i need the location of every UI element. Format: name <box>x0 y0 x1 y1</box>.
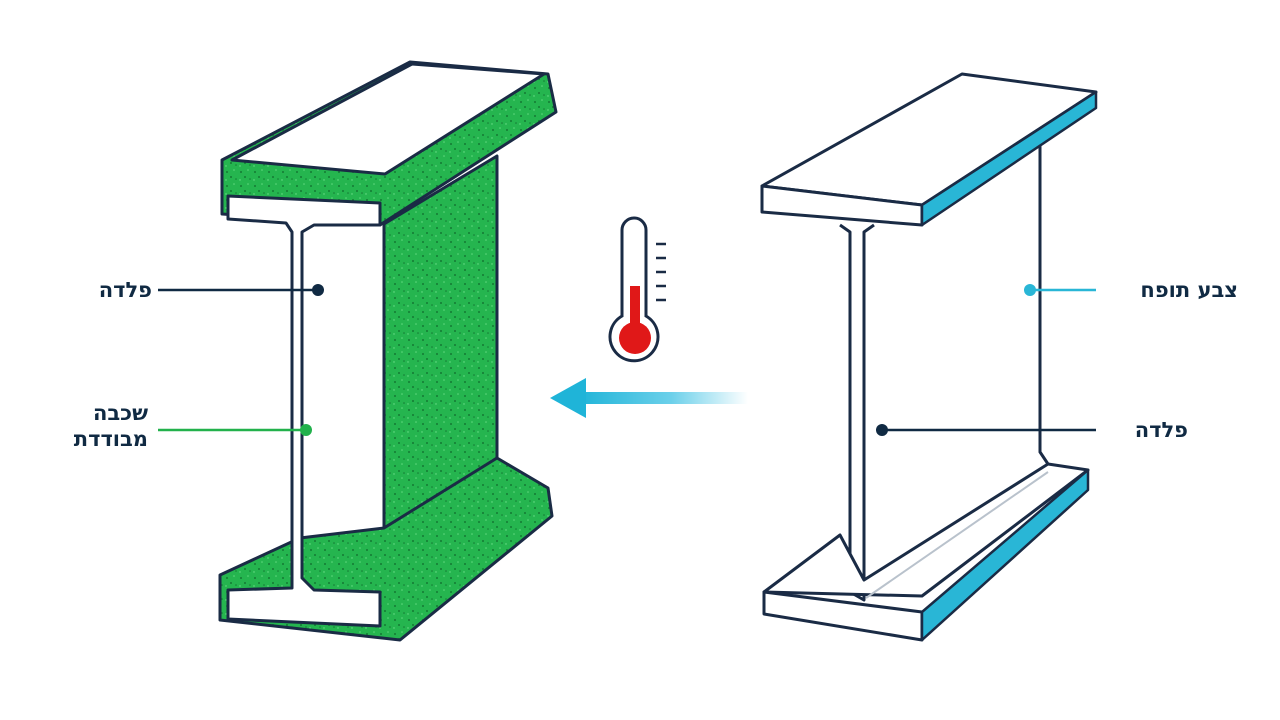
painted-steel-beam <box>760 72 1098 642</box>
label-insulating-layer: שכבה מבודדת <box>44 400 148 452</box>
paint-bottom-edge <box>920 468 1090 642</box>
callout-paint-right <box>1024 284 1096 296</box>
arrow-left-icon <box>550 378 748 418</box>
bottom-flange-face <box>762 462 1090 598</box>
paint-top-edge <box>920 90 1098 227</box>
steel-i-section <box>226 194 382 628</box>
top-flange-face <box>230 62 546 176</box>
web-front <box>839 223 875 602</box>
label-steel-right: פלדה <box>1134 418 1188 442</box>
label-steel-left: פלדה <box>98 278 152 302</box>
callout-steel-left <box>158 284 324 296</box>
bottom-web-shadow <box>865 471 1049 599</box>
label-intumescent-paint: צבע תופח <box>1140 278 1238 302</box>
thermometer-icon <box>608 216 666 363</box>
callout-insulation-left <box>158 424 312 436</box>
web-back-edge <box>1038 145 1050 465</box>
label-insulating-line-2: מבודדת <box>73 427 148 451</box>
insulated-steel-beam <box>218 60 558 642</box>
label-insulating-line-1: שכבה <box>92 401 148 425</box>
callout-steel-right <box>876 424 1096 436</box>
bottom-flange-front <box>762 590 924 642</box>
